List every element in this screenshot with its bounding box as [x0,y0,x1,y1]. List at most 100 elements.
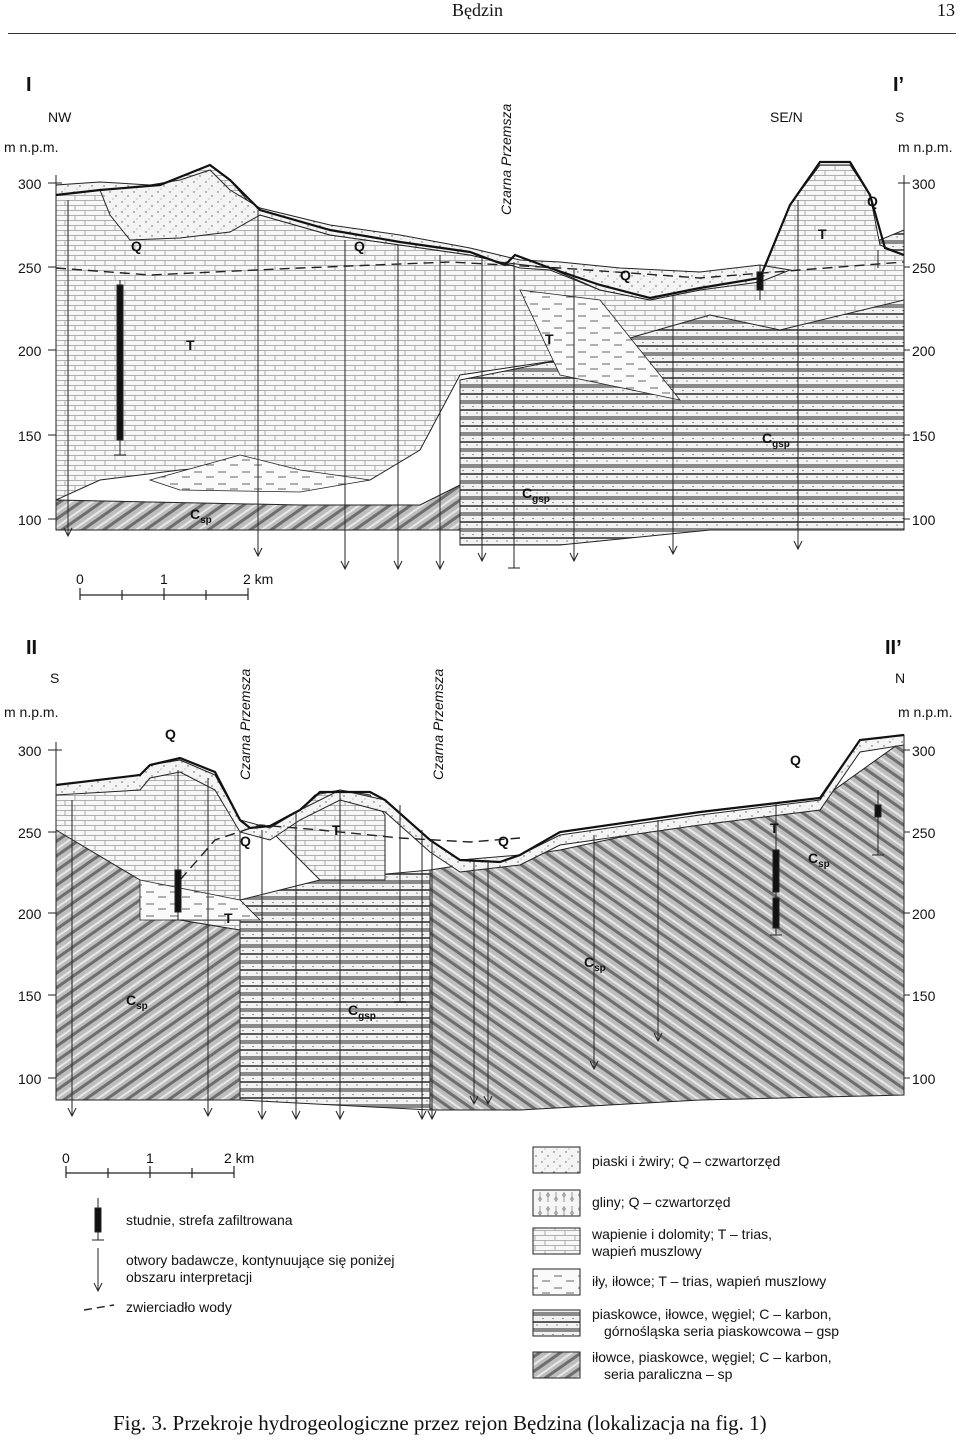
section-2 [48,733,910,1121]
section-1-unit-csp1: Csp [190,506,212,526]
legend-sands: piaski i żwiry; Q – czwartorzęd [592,1153,781,1169]
section-2-unit-t3: T [770,820,779,836]
section-2-carboniferous-sp-right [429,739,905,1111]
section-2-quaternary [55,734,905,873]
section-1-unit-csp1-letter: C [190,506,201,522]
section-2-tick-300-left: 300 [18,743,42,759]
section-2-unit-csp3-letter: C [126,992,137,1008]
section-2-unit-csp1-sub: sp [818,858,830,870]
section-2-unit-csp1-letter: C [808,850,819,866]
section-1-unit-t3: T [818,226,827,242]
section-2-unit-cgsp1-sub: gsp [358,1010,376,1022]
section-1-water-table [55,261,905,279]
section-2-orient-right: N [895,670,906,686]
section-1-quaternary-sand [55,169,792,301]
section-1-unit-cgsp2-sub: gsp [532,493,550,505]
legend-swatch-mudstone-sp [532,1351,581,1379]
scale-2-label-0: 0 [62,1150,70,1166]
section-2-unit-cgsp1: Cgsp [348,1002,376,1022]
section-1-tick-100-right: 100 [912,512,936,528]
page-number: 13 [937,0,955,20]
section-1-tick-250-left: 250 [18,260,42,276]
section-1-axis-label-left: m n.p.m. [4,139,59,155]
section-2-tick-200-left: 200 [18,906,42,922]
legend-limestones-line1: wapienie i dolomity; T – trias, [592,1226,773,1242]
section-1-end-label: I’ [893,74,905,96]
section-1-unit-cgsp2: Cgsp [522,485,550,505]
legend-swatch-sandstone-gsp [532,1309,581,1337]
section-1-unit-cgsp2-letter: C [522,485,533,501]
section-2-axis-label-right: m n.p.m. [898,704,953,720]
legend-limestones-line2: wapień muszlowy [592,1243,702,1259]
legend-wells: studnie, strefa zafiltrowana [126,1212,293,1228]
legend-swatch-claystone [532,1268,581,1296]
section-2-tick-200-right: 200 [912,906,936,922]
section-1-river-label: Czarna Przemsza [498,103,514,215]
section-2-unit-csp3-sub: sp [136,1000,148,1012]
section-2-end-label: II’ [885,637,902,659]
section-1-tick-100-left: 100 [18,512,42,528]
section-1-axis-label-right: m n.p.m. [898,139,953,155]
section-2-unit-csp1: Csp [808,850,830,870]
section-1-unit-cgsp1-sub: gsp [772,438,790,450]
scale-1-label-2: 2 km [243,571,274,587]
section-1-boreholes [63,200,879,571]
scale-1-label-1: 1 [160,571,168,587]
legend-sandstones-line1: piaskowce, iłowce, węgiel; C – karbon, [592,1306,832,1322]
section-2-tick-150-right: 150 [912,988,936,1004]
figure-caption: Fig. 3. Przekroje hydrogeologiczne przez… [113,1411,767,1435]
section-2-river2-label: Czarna Przemsza [430,668,446,780]
legend-clays: gliny; Q – czwartorzęd [592,1194,731,1210]
section-2-unit-csp2: Csp [584,954,606,974]
legend-mudstones-line1: iłowce, piaskowce, węgiel; C – karbon, [592,1349,832,1365]
scale-1-label-0: 0 [76,571,84,587]
section-2-unit-t2: T [224,910,233,926]
section-1-tick-300-left: 300 [18,176,42,192]
section-2-tick-300-right: 300 [912,743,936,759]
section-2-unit-csp2-sub: sp [594,962,606,974]
legend-mudstones-line2: seria paraliczna – sp [604,1366,733,1382]
section-2-unit-q3: Q [498,833,509,849]
scale-2-label-2: 2 km [224,1150,255,1166]
section-1-unit-cgsp1: Cgsp [762,430,790,450]
section-2-river1-label: Czarna Przemsza [237,668,253,780]
legend-sandstones-line2: górnośląska seria piaskowcowa – gsp [604,1323,840,1339]
section-2-tick-100-right: 100 [912,1071,936,1087]
section-2-unit-q4: Q [790,752,801,768]
section-2-boreholes [67,770,884,1121]
section-2-unit-cgsp1-letter: C [348,1002,359,1018]
section-1-start-label: I [26,74,32,96]
section-2-carboniferous-gsp [239,869,431,1111]
scale-bar-1 [79,588,249,600]
section-1-unit-csp1-sub: sp [200,514,212,526]
section-1-unit-cgsp1-letter: C [762,430,773,446]
section-1-unit-q2: Q [354,238,365,254]
section-1 [48,160,910,571]
section-2-tick-100-left: 100 [18,1071,42,1087]
legend-swatch-clay [532,1189,581,1217]
section-2-unit-q1: Q [165,726,176,742]
section-2-unit-csp2-letter: C [584,954,595,970]
section-2-unit-t1: T [332,822,341,838]
section-2-tick-250-left: 250 [18,825,42,841]
page-header-place: Będzin [452,0,503,20]
scale-2-label-1: 1 [146,1150,154,1166]
section-2-tick-150-left: 150 [18,988,42,1004]
legend-boreholes-line1: otwory badawcze, kontynuujące się poniże… [126,1252,395,1268]
section-1-tick-200-right: 200 [912,343,936,359]
section-1-unit-q1: Q [131,238,142,254]
legend-swatch-sand [532,1146,581,1174]
legend-boreholes-line2: obszaru interpretacji [126,1269,253,1285]
section-1-triassic-clay [519,289,682,401]
section-1-orient-left: NW [48,109,72,125]
scale-bar-2 [65,1166,235,1178]
section-1-tick-200-left: 200 [18,343,42,359]
section-2-unit-csp3: Csp [126,992,148,1012]
section-1-unit-q3: Q [620,267,631,283]
header-rule [8,33,956,34]
section-1-tick-300-right: 300 [912,176,936,192]
section-1-orient-right: S [895,109,905,125]
section-1-tick-150-left: 150 [18,428,42,444]
section-2-water-table [179,824,521,881]
